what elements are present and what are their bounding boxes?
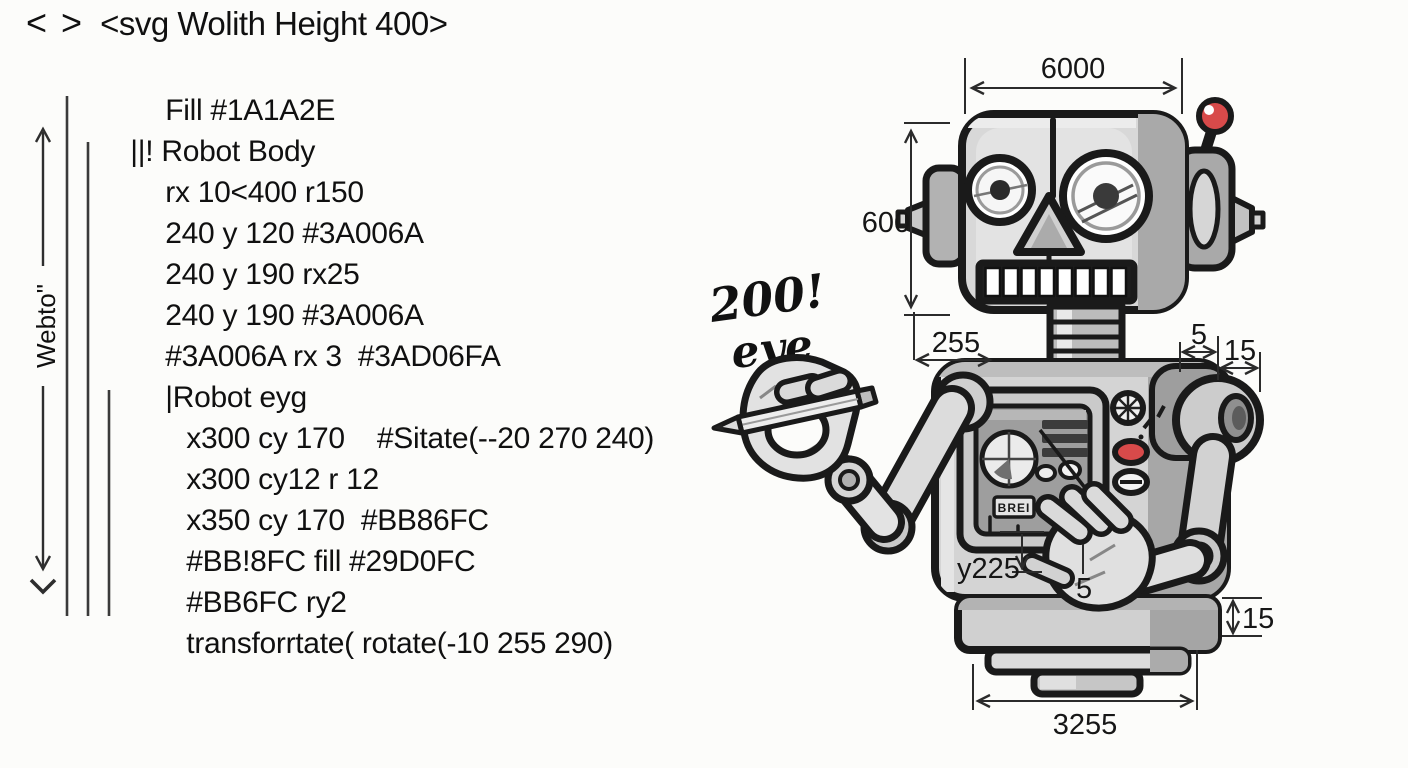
code-line: x300 cy12 r 12 xyxy=(0,418,680,496)
code-line-text: #BB!8FC fill #29D0FC xyxy=(186,545,476,578)
right-ear-inner xyxy=(1187,168,1221,250)
code-line-text: |Robot eyg xyxy=(165,381,307,414)
screw xyxy=(1110,390,1146,426)
code-line-text: 240 y 120 #3A006A xyxy=(165,217,424,250)
code-line-text: x350 cy 170 #BB86FC xyxy=(186,504,489,537)
right-ear-cone xyxy=(1229,195,1255,245)
neck-ribs xyxy=(1047,319,1125,354)
dim-hand-drop-label: y225 xyxy=(957,553,1020,585)
dim-base-lip-label: 15 xyxy=(1242,603,1274,635)
antenna-red-ball xyxy=(1196,97,1234,135)
dim-base-width-label: 3255 xyxy=(1053,709,1118,741)
dim-shoulder: 255 xyxy=(913,312,993,368)
dim-head-height: 600 xyxy=(862,122,950,316)
code-line-text: 240 y 190 #3A006A xyxy=(165,299,424,332)
mouth-grille xyxy=(975,259,1138,305)
right-ear-antenna xyxy=(1172,97,1266,272)
dim-joint-cap: 15 xyxy=(1218,335,1261,392)
dim-base-lip: 15 xyxy=(1222,597,1274,637)
right-pupil xyxy=(1093,183,1119,209)
dim-hand-offset: 5 xyxy=(1076,544,1092,605)
motion-ticks xyxy=(1142,405,1166,430)
left-arm xyxy=(711,354,994,555)
code-line: ||! Robot Body xyxy=(0,90,680,168)
code-line-text: Fill #1A1A2E xyxy=(165,94,336,127)
code-line: #3A006A rx 3 #3AD06FA xyxy=(0,295,680,373)
neck xyxy=(1046,302,1126,370)
code-line: rx 10<400 r150 xyxy=(0,131,680,209)
screen-label: BREI xyxy=(988,495,1036,536)
code-line: Fill #1A1A2E xyxy=(0,49,680,127)
screen-readout-bars xyxy=(1042,420,1088,457)
dim-head-width: 6000 xyxy=(964,53,1183,114)
nav-back-chevron[interactable]: < xyxy=(26,2,48,43)
code-line: |Robot eyg xyxy=(0,336,680,414)
chevron-down-icon xyxy=(29,578,57,595)
teeth xyxy=(984,266,1128,298)
pencil-lead xyxy=(714,424,724,431)
dimension-annotations: 6000 600 255 5 15 y225 5 xyxy=(862,53,1274,741)
dim-joint-cap-label: 15 xyxy=(1224,335,1256,367)
robot-technical-drawing: 200! eye xyxy=(705,53,1274,741)
screen-label-text: BREI xyxy=(998,501,1031,515)
arrow-down-head xyxy=(34,555,52,572)
dim-head-width-label: 6000 xyxy=(1041,53,1106,85)
code-line-text: x300 cy 170 #Sitate(--20 270 240) xyxy=(186,422,655,455)
dim-joint-gap-label: 5 xyxy=(1191,319,1207,351)
code-title-row: < > <svg Wolith Height 400> xyxy=(26,2,448,44)
dim-shoulder-label: 255 xyxy=(932,327,980,359)
red-button[interactable] xyxy=(1112,438,1150,466)
base-pedestal xyxy=(954,594,1222,698)
code-line: x300 cy 170 #Sitate(--20 270 240) xyxy=(0,377,680,455)
right-ear-nub xyxy=(1249,210,1266,230)
indent-guides-and-arrow xyxy=(29,96,111,616)
dim-head-height-label: 600 xyxy=(862,207,910,239)
code-line: 240 y 190 #3A006A xyxy=(0,254,680,332)
code-line: 240 y 120 #3A006A xyxy=(0,172,680,250)
pencil-tip xyxy=(711,414,745,436)
code-line: transforrtate( rotate(-10 255 290) xyxy=(0,582,680,660)
right-eye xyxy=(1059,149,1153,243)
code-line-text: rx 10<400 r150 xyxy=(165,176,364,209)
dim-base-width: 3255 xyxy=(972,650,1198,741)
code-line: x350 cy 170 #BB86FC xyxy=(0,459,680,537)
left-hand-knuckle-lines xyxy=(759,384,827,454)
robot-head xyxy=(958,110,1189,314)
code-line: #BB6FC ry2 xyxy=(0,541,680,619)
dim-hand-drop: y225 xyxy=(957,531,1044,585)
dim-joint-gap: 5 xyxy=(1179,319,1219,380)
svg-title-line: <svg Wolith Height 400> xyxy=(100,5,448,42)
arrow-up-head xyxy=(34,126,52,143)
code-line-text: x300 cy12 r 12 xyxy=(186,463,379,496)
right-arm xyxy=(1021,374,1264,612)
code-line-text: #3A006A rx 3 #3AD06FA xyxy=(165,340,501,373)
left-pupil xyxy=(990,180,1010,200)
code-line-text: ||! Robot Body xyxy=(130,135,316,168)
dim-hand-offset-label: 5 xyxy=(1076,573,1092,605)
code-line-text: transforrtate( rotate(-10 255 290) xyxy=(186,627,613,660)
code-line: 240 y 190 rx25 xyxy=(0,213,680,291)
left-eye xyxy=(964,154,1036,226)
code-lines: Fill #1A1A2E ||! Robot Body rx 10<400 r1… xyxy=(0,49,680,660)
right-hand-knuckle-lines xyxy=(1074,543,1116,587)
code-line-text: #BB6FC ry2 xyxy=(186,586,347,619)
minus-button[interactable] xyxy=(1112,468,1150,496)
code-line-text: 240 y 190 rx25 xyxy=(165,258,360,291)
antenna-highlight xyxy=(1204,105,1214,115)
code-panel: < > <svg Wolith Height 400> Webto" Fill … xyxy=(0,0,680,768)
code-line: #BB!8FC fill #29D0FC xyxy=(0,500,680,578)
screen-knob-1[interactable] xyxy=(1035,464,1057,482)
screen-dial xyxy=(979,429,1039,489)
nav-forward-chevron[interactable]: > xyxy=(61,2,83,43)
